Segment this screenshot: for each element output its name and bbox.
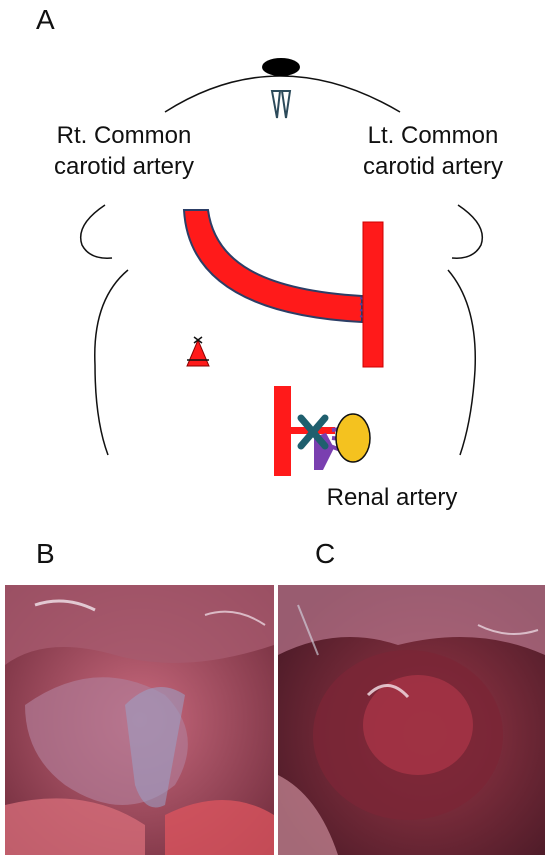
aorta-vessel	[274, 386, 291, 476]
head-outline	[164, 75, 401, 113]
label-rt-carotid-line1: Rt. Common	[56, 122, 192, 149]
carotid-graft-vessel	[182, 209, 363, 324]
label-lt-carotid-line2: carotid artery	[362, 153, 504, 180]
label-renal-artery: Renal artery	[326, 484, 458, 511]
body-left-outline	[94, 269, 129, 456]
surgical-schematic	[80, 58, 483, 476]
reservoir-icon	[186, 338, 210, 367]
panel-label-b: B	[36, 538, 55, 569]
photo-b-surgical-field	[5, 585, 274, 855]
panel-label-c: C	[315, 538, 336, 569]
ligation-cross-icon	[297, 414, 329, 450]
panel-label-a: A	[36, 4, 55, 35]
label-rt-carotid-line2: carotid artery	[53, 153, 195, 180]
left-shoulder-outline	[80, 204, 113, 259]
label-lt-carotid: Lt. Common carotid artery	[328, 120, 538, 182]
photo-c-surgical-field	[278, 585, 545, 855]
label-lt-carotid-line1: Lt. Common	[367, 122, 499, 149]
right-shoulder-outline	[451, 204, 483, 259]
body-right-outline	[447, 269, 477, 456]
left-carotid-vessel	[362, 221, 384, 368]
kidney-icon	[335, 413, 371, 463]
nose-icon	[262, 58, 300, 76]
label-rt-carotid: Rt. Common carotid artery	[19, 120, 229, 182]
incisor-teeth-icon	[270, 90, 292, 119]
